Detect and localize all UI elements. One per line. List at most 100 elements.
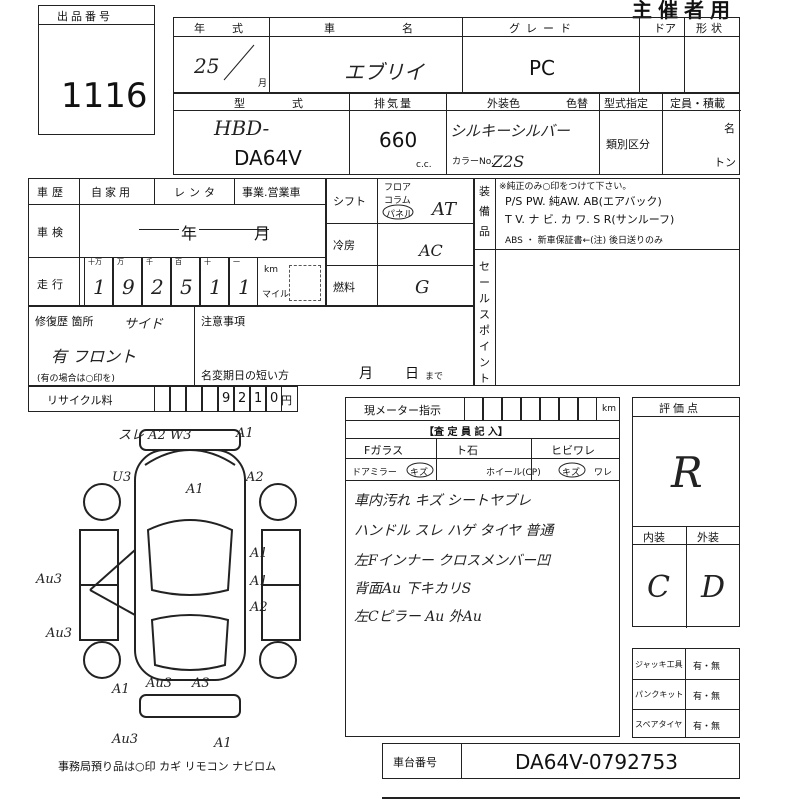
tool-value: 有・無 xyxy=(693,662,721,672)
usage-business[interactable]: 事業.営業車 xyxy=(242,186,301,199)
color-no-label: カラーNo. xyxy=(452,157,494,167)
tool-label: ジャッキ工具 xyxy=(635,660,683,669)
recycle-digit: 2 xyxy=(238,391,247,406)
circle-mark-icon xyxy=(382,204,414,220)
meter-digit-cell xyxy=(521,398,540,420)
door-label: ドア xyxy=(654,22,676,35)
shape-label: 形状 xyxy=(696,22,726,35)
diagram-mark: A1 xyxy=(250,574,268,589)
repair-hand1: サイド xyxy=(124,317,164,332)
ac-value: AC xyxy=(419,241,443,260)
interior-label: 内装 xyxy=(643,531,665,544)
exterior-value: D xyxy=(701,570,726,605)
diagram-mark: A1 xyxy=(112,682,130,697)
repair-label: 修復歴 箇所 xyxy=(35,315,94,328)
stone-label: ト石 xyxy=(456,444,478,457)
fuel-value: G xyxy=(415,277,430,298)
tool-value: 有・無 xyxy=(693,692,721,702)
mirror-kizu: キズ xyxy=(410,468,429,478)
model-code-value: DA64V xyxy=(234,146,302,170)
shift-panel[interactable]: パネル xyxy=(386,210,414,220)
displacement-label: 排気量 xyxy=(374,97,413,110)
mileage-unit-label: 百 xyxy=(175,258,182,266)
usage-private[interactable]: 自家用 xyxy=(91,186,133,199)
shift-value: AT xyxy=(432,199,457,220)
repair-hand2: 有 フロント xyxy=(51,347,137,366)
page-title: 主催者用 xyxy=(632,0,736,22)
fuel-label: 燃料 xyxy=(333,281,355,294)
color-change-label: 色替 xyxy=(566,97,588,110)
equipment-row3: ABS ・ 新車保証書←(注) 後日送りのみ xyxy=(505,236,664,246)
katashiki-label: 型式指定 xyxy=(604,97,648,110)
grade-label: グレード xyxy=(509,22,577,35)
equipment-label: 装備品 xyxy=(479,185,490,238)
chassis-table: 車台番号 DA64V-0792753 xyxy=(382,743,740,779)
shift-floor[interactable]: フロア xyxy=(384,183,412,193)
recycle-yen: 円 xyxy=(281,394,292,407)
vehicle-header-table: 年 式 車 名 グレード ドア 形状 25 月 エブリイ PC xyxy=(173,17,740,93)
mileage-label: 走行 xyxy=(37,278,67,291)
car-name-value: エブリイ xyxy=(344,60,424,84)
diagram-mark: A1 xyxy=(214,736,232,751)
ac-label: 冷房 xyxy=(333,239,355,252)
sales-point-label: セールスポイント xyxy=(479,260,490,385)
recycle-digit: 0 xyxy=(270,391,279,406)
score-table: 評価点 R 内装 外装 C D xyxy=(632,397,740,628)
meter-digit-cell xyxy=(502,398,521,420)
remark-line: 左Fインナー クロスメンバー凹 xyxy=(354,553,551,569)
footer-note: 事務局預り品は○印 カギ リモコン ナビロム xyxy=(58,760,277,773)
mileage-digit: 1 xyxy=(93,275,106,299)
mileage-digit: 2 xyxy=(151,275,164,299)
name-change-month: 月 xyxy=(359,366,373,382)
form-label: 式 xyxy=(292,97,303,110)
color-label: 外装色 xyxy=(487,97,520,110)
diagram-mark: A1 xyxy=(236,426,254,441)
interior-value: C xyxy=(647,570,670,605)
shift-label: シフト xyxy=(333,195,366,208)
mileage-digit: 5 xyxy=(180,275,193,299)
recycle-digit-cell xyxy=(154,387,170,411)
mileage-digit: 1 xyxy=(238,275,251,299)
score-label: 評価点 xyxy=(659,402,701,415)
glass-label: Fガラス xyxy=(364,444,404,457)
tool-value: 有・無 xyxy=(693,722,721,732)
lot-label: 出品番号 xyxy=(57,10,113,23)
circle-mark-icon xyxy=(406,462,434,478)
recycle-digit-cell: 0 xyxy=(266,387,282,411)
recycle-digit-cell xyxy=(186,387,202,411)
shift-column[interactable]: コラム xyxy=(384,196,411,206)
mileage-unit-label: 千 xyxy=(146,258,153,266)
car-diagram xyxy=(79,429,301,718)
recycle-digit: 1 xyxy=(254,391,263,406)
type-label: 型 xyxy=(234,97,245,110)
meter-km: km xyxy=(602,404,616,414)
lot-number: 1116 xyxy=(61,76,148,116)
capacity-mei: 名 xyxy=(724,122,735,135)
recycle-digit-cell: 9 xyxy=(218,387,234,411)
diagram-mark: A3 xyxy=(192,676,210,691)
recycle-digit-cell: 2 xyxy=(234,387,250,411)
recycle-digit-cell xyxy=(202,387,218,411)
meter-digit-cell xyxy=(540,398,559,420)
tool-label: スペアタイヤ xyxy=(635,720,683,729)
slash-icon xyxy=(223,44,255,81)
name-change-label: 名変期日の短い方 xyxy=(201,369,289,382)
year-label: 年 xyxy=(194,22,205,35)
color-value: シルキーシルバー xyxy=(450,122,570,140)
equipment-row1: P/S PW. 純AW. AB(エアバック) xyxy=(505,195,662,208)
usage-rental[interactable]: レンタ xyxy=(174,186,219,199)
crack-label: ヒビワレ xyxy=(551,444,595,457)
mileage-unit-label: 万 xyxy=(117,258,124,266)
equipment-note: ※純正のみ○印をつけて下さい。 xyxy=(499,182,632,192)
inspector-title: 【査 定 員 記 入】 xyxy=(424,427,508,438)
wheel-kizu: キズ xyxy=(562,468,581,478)
diagram-mark: Au3 xyxy=(146,676,173,691)
recycle-label: リサイクル料 xyxy=(47,394,113,407)
